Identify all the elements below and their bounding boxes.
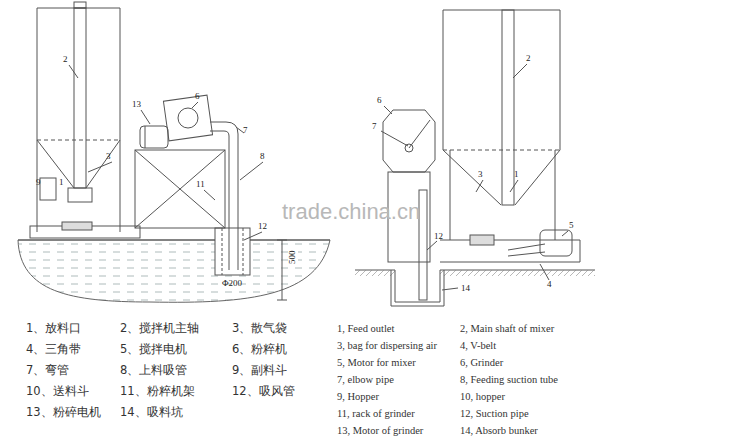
legend-item: 13, Motor of grinder	[337, 425, 423, 437]
legend-item: 14, Absorb bunker	[460, 425, 538, 437]
legend-item: 12, Suction pipe	[460, 408, 529, 420]
legend-item: 2、搅拌机主轴	[120, 322, 199, 335]
legend-item: 5、搅拌电机	[120, 343, 187, 356]
legend-item: 4, V-belt	[460, 340, 496, 352]
callout-number: 12	[434, 232, 443, 242]
callout-number: 7	[372, 122, 377, 132]
legend-item: 6, Grinder	[460, 357, 503, 369]
legend-item: 6、粉粹机	[232, 343, 287, 356]
callout-number: 11	[196, 180, 205, 190]
legend-item: 7、弯管	[26, 364, 69, 377]
callout-number: 12	[258, 222, 267, 232]
legend-item: 9、副料斗	[232, 364, 287, 377]
callout-number: 2	[526, 54, 531, 64]
callout-number: 3	[478, 170, 483, 180]
legend-item: 11, rack of grinder	[337, 408, 415, 420]
dimension: 500	[288, 251, 298, 265]
legend-item: 4、三角带	[26, 343, 81, 356]
legend-item: 1, Feed outlet	[337, 323, 394, 335]
callout-number: 6	[377, 96, 382, 106]
legend-item: 5, Motor for mixer	[337, 357, 416, 369]
legend-item: 8, Feeding suction tube	[460, 374, 558, 386]
legend-item: 1、放料口	[26, 322, 81, 335]
legend-item: 7, elbow pipe	[337, 374, 394, 386]
callout-number: 3	[106, 152, 111, 162]
legend-item: 13、粉碎电机	[26, 406, 101, 419]
legend-item: 12、吸风管	[232, 385, 295, 398]
callout-number: 2	[63, 55, 68, 65]
callout-number: 9	[36, 178, 41, 188]
callout-number: 1	[514, 170, 519, 180]
callout-number: 7	[243, 126, 248, 136]
legend-item: 8、上料吸管	[120, 364, 187, 377]
callout-number: 5	[569, 221, 574, 231]
callout-number: 1	[59, 178, 64, 188]
callout-number: 14	[461, 284, 470, 294]
legend-item: 3, bag for dispersing air	[337, 340, 437, 352]
dimension: Φ200	[222, 279, 242, 289]
legend-item: 2, Main shaft of mixer	[460, 323, 554, 335]
legend-item: 14、吸料坑	[120, 406, 183, 419]
legend-item: 10, hopper	[460, 391, 505, 403]
callout-number: 8	[260, 152, 265, 162]
legend-item: 3、散气袋	[232, 322, 287, 335]
watermark: trade.china.cn	[282, 200, 420, 224]
legend-item: 9, Hopper	[337, 391, 379, 403]
legend-item: 10、送料斗	[26, 385, 89, 398]
callout-number: 6	[195, 92, 200, 102]
legend-item: 11、粉粹机架	[120, 385, 195, 398]
callout-number: 4	[547, 280, 552, 290]
callout-number: 13	[132, 100, 141, 110]
